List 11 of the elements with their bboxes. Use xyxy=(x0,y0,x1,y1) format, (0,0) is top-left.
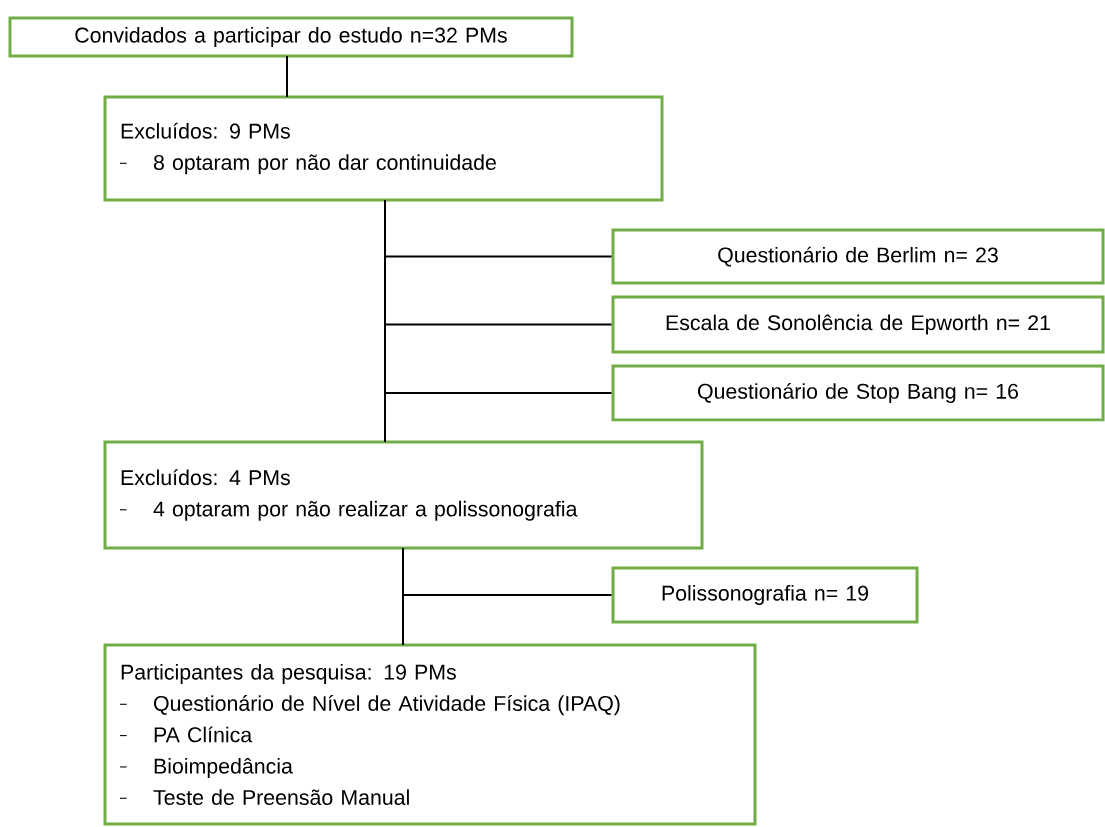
flow-box: Polissonografia n= 19 xyxy=(611,566,919,624)
flow-box: Questionário de Stop Bang n= 16 xyxy=(611,364,1105,422)
connector-line xyxy=(402,547,404,646)
flow-box: Escala de Sonolência de Epworth n= 21 xyxy=(611,295,1105,354)
flow-box: Excluídos: 4 PMs 4 optaram por não realizar a polissonografia xyxy=(103,440,704,550)
flow-box: Excluídos: 9 PMs 8 optaram por não dar continuidade xyxy=(103,95,664,202)
connector-line xyxy=(384,199,386,443)
flow-box: Participantes da pesquisa: 19 PMs Questionário de Nível de Atividade Física (IPAQ) PA Clínica Bioimpedância Teste de Preensão Manual xyxy=(103,643,757,826)
flow-box: Questionário de Berlim n= 23 xyxy=(611,228,1105,285)
flow-box: Convidados a participar do estudo n=32 PMs xyxy=(8,16,574,58)
connector-line xyxy=(286,55,288,98)
